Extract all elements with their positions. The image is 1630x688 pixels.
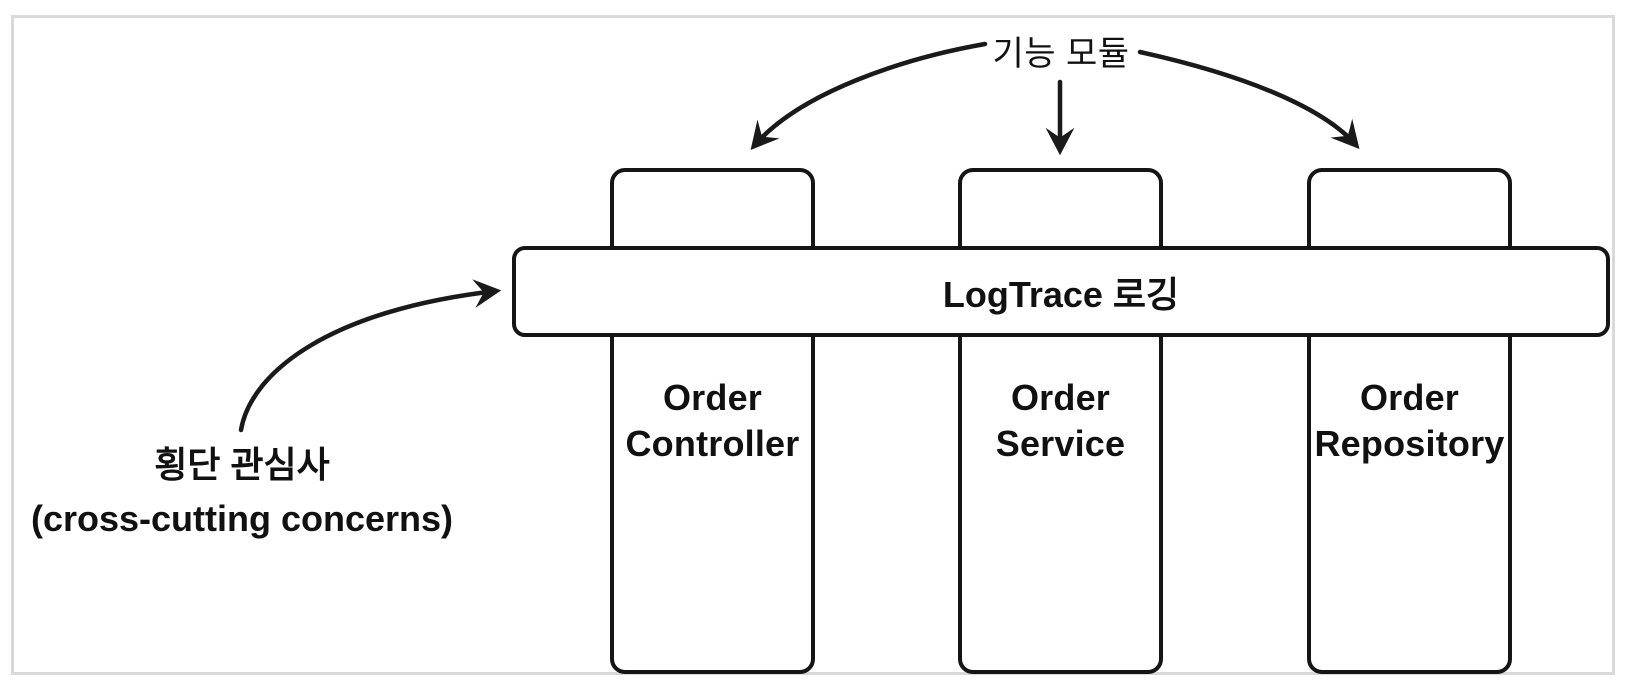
module-label-order-controller: Order Controller (614, 375, 811, 467)
cross-cutting-annotation-english: (cross-cutting concerns) (30, 498, 454, 539)
module-label-line: Repository (1314, 423, 1505, 464)
logtrace-bar-label: LogTrace 로깅 (942, 273, 1180, 315)
cross-cutting-annotation-korean: 횡단 관심사 (154, 444, 330, 485)
module-label-order-service: Order Service (962, 375, 1159, 467)
module-label-line: Order (662, 377, 763, 418)
module-box-order-repository: Order Repository (1307, 168, 1512, 674)
feature-module-annotation-text: 기능 모듈 (992, 35, 1130, 73)
cross-cutting-annotation: 횡단 관심사 (cross-cutting concerns) (8, 438, 476, 546)
module-box-order-controller: Order Controller (610, 168, 815, 674)
module-label-line: Order (1010, 377, 1111, 418)
feature-module-annotation: 기능 모듈 (930, 26, 1192, 75)
diagram-border-frame (11, 15, 1615, 675)
module-label-line: Order (1359, 377, 1460, 418)
module-label-line: Controller (625, 423, 800, 464)
module-label-line: Service (995, 423, 1126, 464)
logtrace-logging-bar: LogTrace 로깅 (512, 246, 1610, 337)
module-label-order-repository: Order Repository (1311, 375, 1508, 467)
module-box-order-service: Order Service (958, 168, 1163, 674)
